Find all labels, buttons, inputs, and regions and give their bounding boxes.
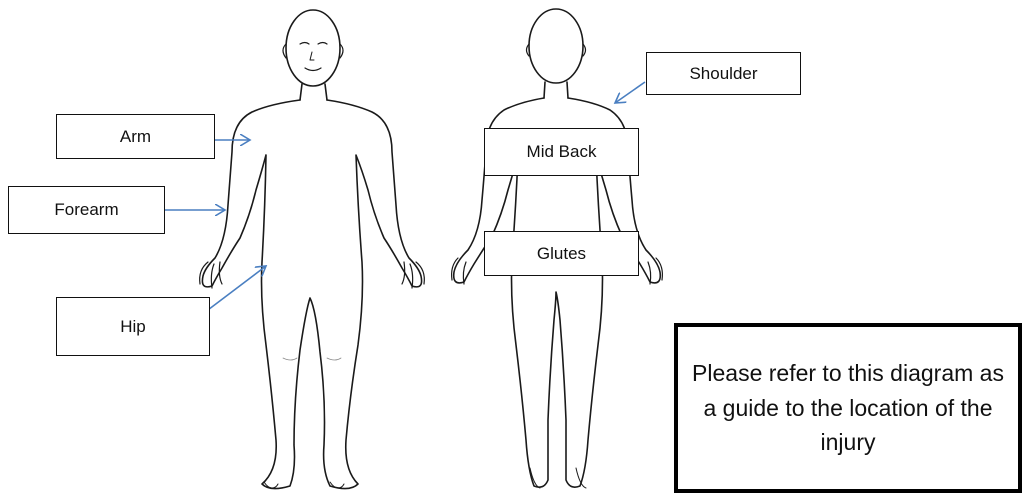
front-head [286,10,340,86]
shoulder-arrow [615,82,645,103]
instruction-note: Please refer to this diagram as a guide … [674,323,1022,493]
label-mid-back: Mid Back [484,128,639,176]
instruction-note-text: Please refer to this diagram as a guide … [692,356,1004,460]
label-hip-text: Hip [120,317,146,337]
label-forearm: Forearm [8,186,165,234]
label-arm: Arm [56,114,215,159]
label-forearm-text: Forearm [54,200,118,220]
label-shoulder-text: Shoulder [689,64,757,84]
back-head [529,9,583,83]
label-shoulder: Shoulder [646,52,801,95]
front-body-outline [202,100,421,489]
label-glutes-text: Glutes [537,244,586,264]
label-mid-back-text: Mid Back [527,142,597,162]
label-arm-text: Arm [120,127,151,147]
pointer-arrows [165,82,645,322]
label-glutes: Glutes [484,231,639,276]
label-hip: Hip [56,297,210,356]
front-figure [200,10,425,489]
